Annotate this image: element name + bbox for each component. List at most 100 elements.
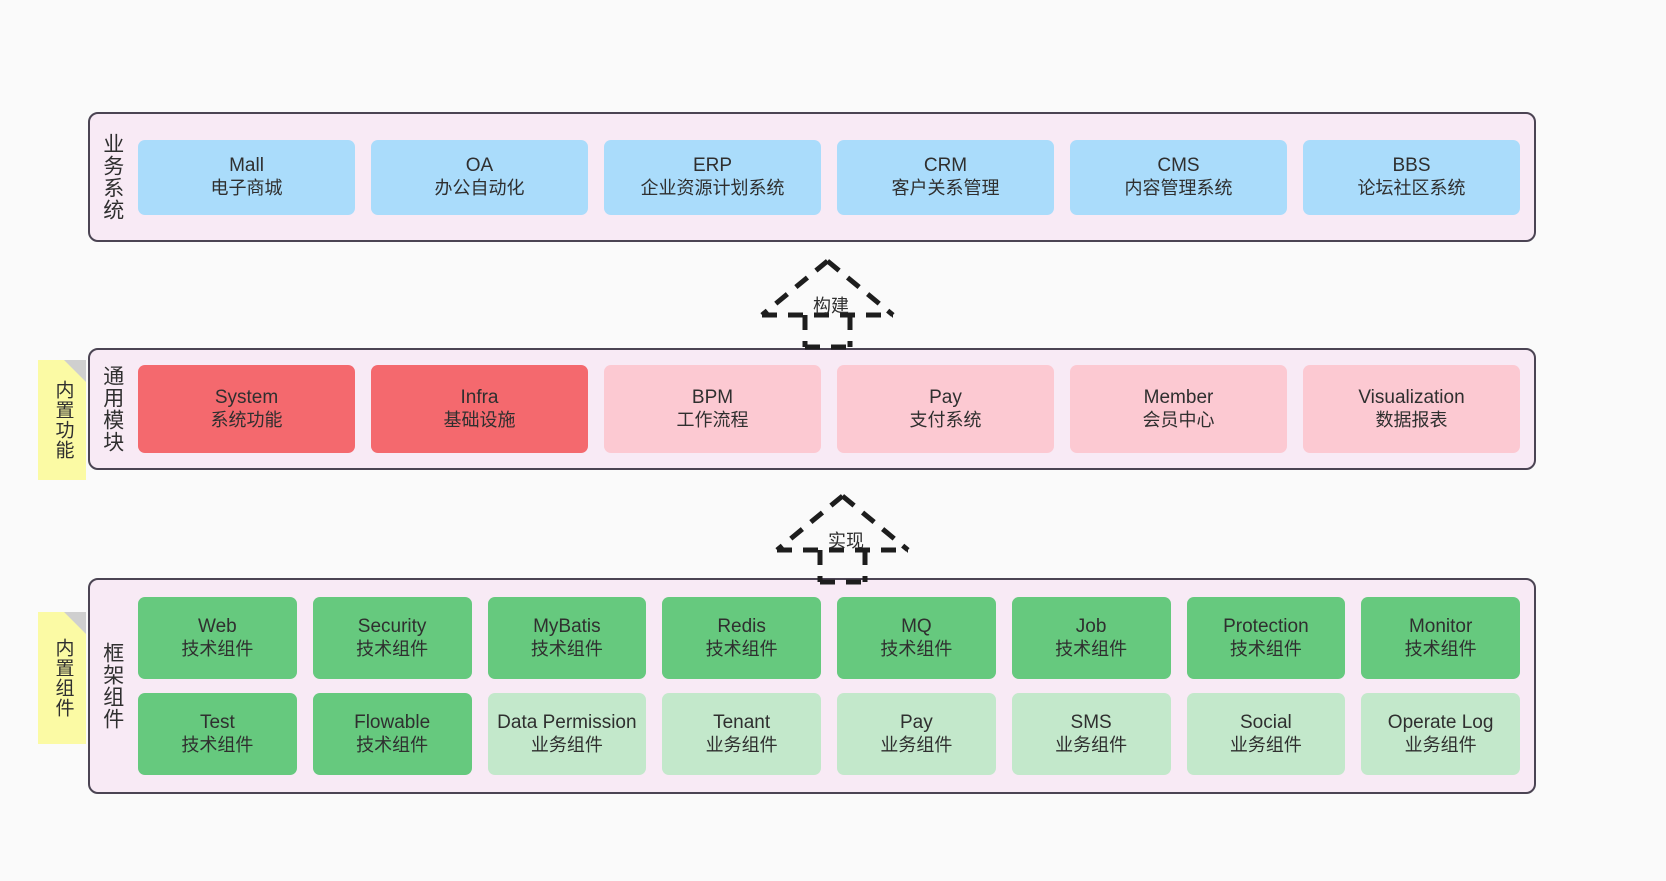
node-title: Pay: [929, 387, 962, 409]
node-bbs[interactable]: BBS 论坛社区系统: [1303, 139, 1520, 215]
node-subtitle: 数据报表: [1375, 409, 1448, 430]
note-builtin-components: 内置组件: [38, 612, 86, 744]
node-subtitle: 论坛社区系统: [1357, 177, 1466, 198]
node-system[interactable]: System 系统功能: [138, 365, 355, 453]
node-subtitle: 技术组件: [1055, 638, 1128, 659]
node-title: BBS: [1392, 155, 1431, 177]
node-title: Tenant: [713, 712, 771, 734]
node-subtitle: 会员中心: [1142, 409, 1215, 430]
node-subtitle: 业务组件: [530, 734, 603, 755]
node-monitor[interactable]: Monitor 技术组件: [1361, 597, 1520, 679]
node-web[interactable]: Web 技术组件: [138, 597, 297, 679]
node-subtitle: 技术组件: [530, 638, 603, 659]
node-subtitle: 办公自动化: [434, 177, 525, 198]
node-sms[interactable]: SMS 业务组件: [1011, 693, 1171, 775]
node-cms[interactable]: CMS 内容管理系统: [1070, 139, 1287, 215]
node-title: Social: [1240, 712, 1292, 734]
node-row: System 系统功能 Infra 基础设施 BPM 工作流程 Pay 支付系统…: [138, 365, 1520, 453]
node-subtitle: 企业资源计划系统: [640, 177, 785, 198]
layer-body-common-modules: System 系统功能 Infra 基础设施 BPM 工作流程 Pay 支付系统…: [134, 350, 1534, 468]
connector-implement-arrow: [775, 494, 910, 585]
node-subtitle: 技术组件: [705, 638, 778, 659]
node-subtitle: 技术组件: [1404, 638, 1477, 659]
node-title: CRM: [923, 155, 968, 177]
node-subtitle: 支付系统: [909, 409, 982, 430]
node-subtitle: 技术组件: [880, 638, 953, 659]
node-test[interactable]: Test 技术组件: [138, 693, 297, 775]
layer-body-framework-components: Web 技术组件 Security 技术组件 MyBatis 技术组件 Redi…: [134, 580, 1534, 792]
node-subtitle: 内容管理系统: [1124, 177, 1233, 198]
node-subtitle: 业务组件: [705, 734, 778, 755]
node-title: Job: [1075, 616, 1107, 638]
layer-title-common-modules: 通用模块: [100, 365, 124, 453]
layer-framework-components: 框架组件 Web 技术组件 Security 技术组件 MyBatis 技术组件…: [88, 578, 1536, 794]
node-title: MyBatis: [533, 616, 601, 638]
connector-build-arrow: [760, 259, 895, 350]
node-subtitle: 技术组件: [181, 734, 254, 755]
node-subtitle: 业务组件: [1055, 734, 1128, 755]
node-mq[interactable]: MQ 技术组件: [837, 597, 996, 679]
node-title: Data Permission: [497, 712, 637, 734]
node-subtitle: 系统功能: [210, 409, 283, 430]
node-mall[interactable]: Mall 电子商城: [138, 139, 355, 215]
node-member[interactable]: Member 会员中心: [1070, 365, 1287, 453]
node-tenant[interactable]: Tenant 业务组件: [662, 693, 821, 775]
node-job[interactable]: Job 技术组件: [1011, 597, 1171, 679]
note-text: 内置功能: [52, 380, 74, 460]
node-row: Web 技术组件 Security 技术组件 MyBatis 技术组件 Redi…: [138, 597, 1520, 679]
node-crm[interactable]: CRM 客户关系管理: [837, 139, 1054, 215]
node-subtitle: 电子商城: [210, 177, 283, 198]
layer-common-modules: 通用模块 System 系统功能 Infra 基础设施 BPM 工作流程 Pay…: [88, 348, 1536, 470]
node-title: CMS: [1157, 155, 1200, 177]
node-title: OA: [465, 155, 494, 177]
note-text: 内置组件: [52, 638, 74, 718]
node-operate-log[interactable]: Operate Log 业务组件: [1361, 693, 1520, 775]
node-protection[interactable]: Protection 技术组件: [1186, 597, 1346, 679]
node-title: Operate Log: [1387, 712, 1494, 734]
node-title: SMS: [1070, 712, 1112, 734]
node-subtitle: 技术组件: [356, 638, 429, 659]
node-title: Flowable: [354, 712, 431, 734]
node-title: Member: [1143, 387, 1214, 409]
layer-title-business-systems: 业务系统: [100, 133, 124, 221]
node-pay-module[interactable]: Pay 支付系统: [837, 365, 1054, 453]
node-pay-component[interactable]: Pay 业务组件: [837, 693, 996, 775]
node-subtitle: 技术组件: [356, 734, 429, 755]
note-fold-corner-icon: [64, 612, 86, 634]
node-subtitle: 业务组件: [880, 734, 953, 755]
node-oa[interactable]: OA 办公自动化: [371, 139, 588, 215]
node-social[interactable]: Social 业务组件: [1186, 693, 1346, 775]
node-title: Infra: [460, 387, 499, 409]
node-subtitle: 业务组件: [1404, 734, 1477, 755]
node-title: System: [214, 387, 279, 409]
node-row: Test 技术组件 Flowable 技术组件 Data Permission …: [138, 693, 1520, 775]
node-title: Web: [198, 616, 237, 638]
node-subtitle: 基础设施: [443, 409, 516, 430]
note-fold-corner-icon: [64, 360, 86, 382]
node-subtitle: 客户关系管理: [891, 177, 1000, 198]
node-redis[interactable]: Redis 技术组件: [662, 597, 821, 679]
node-subtitle: 工作流程: [676, 409, 749, 430]
node-title: MQ: [901, 616, 932, 638]
note-builtin-features: 内置功能: [38, 360, 86, 480]
node-flowable[interactable]: Flowable 技术组件: [312, 693, 472, 775]
connector-implement-label: 实现: [828, 531, 864, 551]
node-infra[interactable]: Infra 基础设施: [371, 365, 588, 453]
node-title: ERP: [692, 155, 733, 177]
node-title: Mall: [229, 155, 264, 177]
node-title: Protection: [1223, 616, 1309, 638]
node-row: Mall 电子商城 OA 办公自动化 ERP 企业资源计划系统 CRM 客户关系…: [138, 139, 1520, 215]
node-bpm[interactable]: BPM 工作流程: [604, 365, 821, 453]
node-visualization[interactable]: Visualization 数据报表: [1303, 365, 1520, 453]
node-title: Pay: [900, 712, 933, 734]
node-title: BPM: [691, 387, 734, 409]
node-mybatis[interactable]: MyBatis 技术组件: [487, 597, 647, 679]
node-subtitle: 业务组件: [1229, 734, 1302, 755]
layer-body-business-systems: Mall 电子商城 OA 办公自动化 ERP 企业资源计划系统 CRM 客户关系…: [134, 114, 1534, 240]
node-erp[interactable]: ERP 企业资源计划系统: [604, 139, 821, 215]
node-security[interactable]: Security 技术组件: [312, 597, 472, 679]
layer-business-systems: 业务系统 Mall 电子商城 OA 办公自动化 ERP 企业资源计划系统 CRM…: [88, 112, 1536, 242]
node-subtitle: 技术组件: [181, 638, 254, 659]
node-data-permission[interactable]: Data Permission 业务组件: [487, 693, 647, 775]
